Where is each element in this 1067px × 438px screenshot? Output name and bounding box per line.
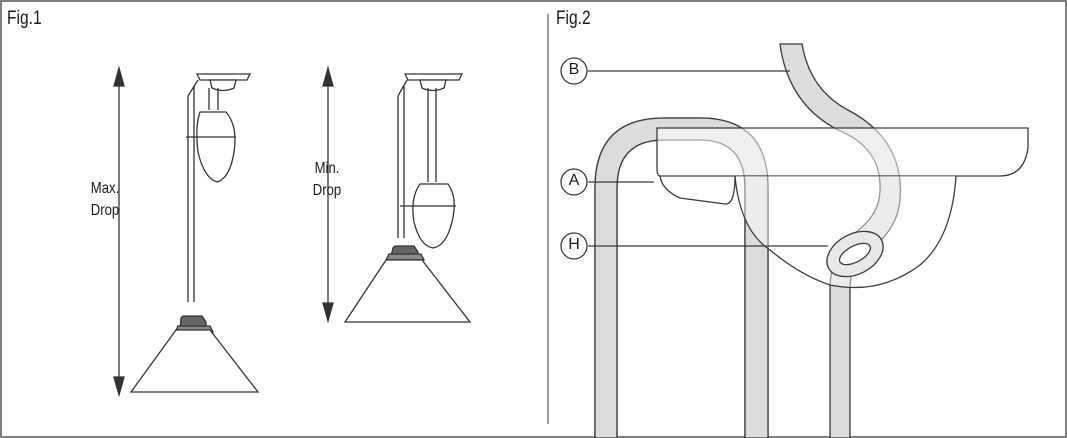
min-drop-arrow: [322, 65, 334, 324]
min-drop-line1: Min.: [314, 160, 340, 177]
fig1-title: Fig.1: [7, 8, 42, 29]
canopy-body: [734, 175, 957, 289]
fig1-illustration: [113, 65, 472, 398]
lamp-max-drop: [129, 73, 260, 393]
max-drop-label: Max. Drop: [76, 178, 133, 222]
max-drop-arrow: [113, 65, 125, 398]
max-drop-line1: Max.: [90, 180, 120, 197]
min-drop-label: Min. Drop: [298, 158, 355, 202]
callout-b-label: B: [568, 61, 580, 78]
fig2-illustration: [560, 43, 1029, 438]
callout-a-label: A: [568, 172, 580, 189]
lamp-min-drop: [343, 73, 472, 323]
callout-h-circle: [560, 232, 588, 260]
clip-h: [826, 230, 884, 278]
min-drop-line2: Drop: [312, 182, 342, 199]
callout-a-circle: [560, 168, 588, 196]
canopy-plate: [656, 127, 1029, 177]
fig2-title: Fig.2: [556, 8, 591, 29]
callout-b-circle: [560, 57, 588, 85]
max-drop-line2: Drop: [90, 202, 120, 219]
callout-h-label: H: [568, 236, 580, 253]
